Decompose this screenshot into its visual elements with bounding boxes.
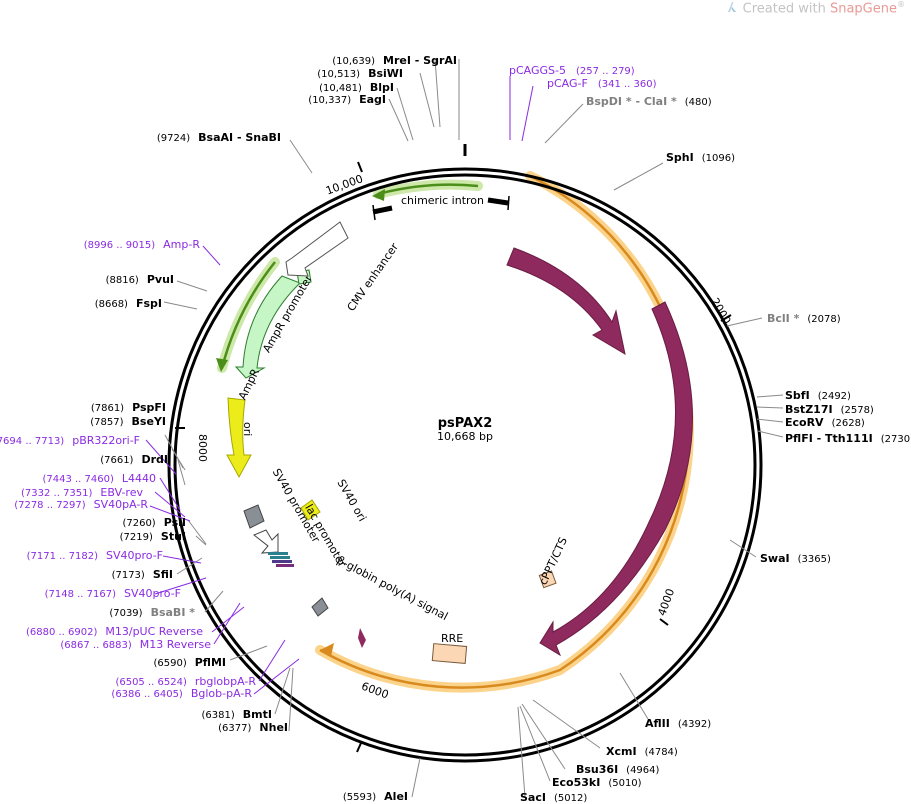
enzyme-sfii: (7173)SfiI — [112, 568, 173, 581]
primer-cluster-lac — [268, 552, 294, 567]
intron-tick-left — [372, 204, 376, 221]
feature-hiv1-gag — [506, 247, 626, 356]
watermark-prefix: Created with — [742, 1, 830, 17]
enzyme-pspfi: (7861)PspFI — [91, 401, 166, 414]
orf-ampr-arrow — [216, 358, 228, 372]
primer-m13-reverse: (6867 .. 6883)M13 Reverse — [60, 638, 211, 651]
enzyme-swai: SwaI(3365) — [760, 552, 831, 565]
enzyme-saci: SacI(5012) — [520, 791, 587, 804]
orf-gag-pol-glow — [315, 171, 694, 693]
enzyme-blpi: (10,481)BlpI — [319, 81, 394, 94]
tick-6000 — [356, 742, 362, 753]
backbone-outer — [167, 167, 763, 763]
enzyme-stui: (7219)StuI — [120, 530, 186, 543]
feature-beta-globin-polya — [311, 597, 329, 617]
tick-4000 — [659, 618, 669, 626]
enzyme-fspi: (8668)FspI — [95, 297, 162, 310]
enzyme-psii: (7260)PsiI — [122, 516, 186, 529]
primer-l4440: (7443 .. 7460)L4440 — [42, 472, 156, 485]
enzyme-pflmi: (6590)PflMI — [153, 656, 226, 669]
enzyme-aflii: AflII(4392) — [645, 717, 711, 730]
enzyme-sphi: SphI(1096) — [666, 151, 735, 164]
enzyme-sbfi: SbfI(2492) — [785, 389, 851, 402]
feature-beta-globin-polya-label: β-globin poly(A) signal — [335, 554, 450, 624]
feature-hiv1-pol — [539, 301, 693, 657]
primer-rbglobpa-r: (6505 .. 6524)rbglobpA-R — [115, 675, 256, 688]
enzyme-eco53ki: Eco53kI(5010) — [552, 776, 642, 789]
enzyme-bsaai-snabi: (9724)BsaAI - SnaBI — [157, 131, 281, 144]
enzyme-bseyi: (7857)BseYI — [90, 415, 166, 428]
plasmid-length: 10,668 bp — [437, 430, 493, 443]
enzyme-ecorv: EcoRV(2628) — [785, 416, 865, 429]
primer-sv40pro-f-2: (7148 .. 7167)SV40pro-F — [45, 587, 181, 600]
enzymes-right[interactable]: SphI(1096) BclI *(2078) SbfI(2492) BstZ1… — [520, 151, 911, 804]
enzyme-drdi: (7661)DrdI — [100, 453, 168, 466]
enzyme-bcli: BclI *(2078) — [767, 312, 841, 325]
enzymes-left[interactable]: (5593)AleI (6377)NheI (6381)BmtI (6590)P… — [90, 54, 711, 803]
orf-layer — [216, 171, 694, 693]
enzyme-xcmi: XcmI(4784) — [606, 745, 678, 758]
feature-sv40-promoter — [243, 504, 265, 529]
intron-tick-right — [507, 195, 510, 211]
snapgene-logo-icon — [727, 2, 736, 13]
tick-4000-label: 4000 — [655, 587, 677, 618]
primer-bglob-pa-r: (6386 .. 6405)Bglob-pA-R — [111, 687, 252, 700]
intron-block-right — [487, 197, 509, 206]
watermark-reg: ® — [897, 0, 905, 9]
enzyme-pflfi-tth111i: PflFI - Tth111I(2730) — [785, 432, 911, 445]
feature-lac-promoter — [253, 529, 279, 554]
primer-pcaggs-5: pCAGGS-5(257 .. 279) — [509, 64, 635, 77]
primer-pbr322ori-f: (7694 .. 7713)pBR322ori-F — [0, 434, 140, 447]
primers[interactable]: pCAGGS-5(257 .. 279) pCAG-F(341 .. 360) … — [0, 64, 657, 700]
plasmid-name: psPAX2 — [438, 416, 493, 431]
enzyme-bsabi: (7039)BsaBI * — [109, 606, 195, 619]
primer-ebv-rev: (7332 .. 7351)EBV-rev — [21, 486, 143, 499]
enzyme-mrei-sgrai: (10,639)MreI - SgrAI — [332, 54, 457, 67]
orf-gag-pol — [319, 174, 691, 689]
tick-layer: 2000 4000 6000 8000 10,000 — [175, 161, 733, 753]
primer-sv40pa-r: (7278 .. 7297)SV40pA-R — [14, 498, 148, 511]
enzyme-bspdi-clai: BspDI * - ClaI *(480) — [586, 95, 712, 108]
feature-rre-label: RRE — [441, 632, 463, 645]
feature-chimeric-intron-label: chimeric intron — [401, 194, 484, 207]
orf-intron — [377, 183, 479, 196]
feature-sv40-ori-label: SV40 ori — [334, 477, 368, 524]
enzyme-eagi: (10,337)EagI — [308, 93, 386, 106]
feature-cmv-enhancer — [285, 221, 349, 277]
enzyme-bsu36i: Bsu36I(4964) — [576, 763, 660, 776]
intron-block-left — [372, 205, 393, 215]
feature-cmv-enhancer-label: CMV enhancer — [345, 240, 402, 313]
feature-ori-label: ori — [241, 422, 254, 436]
enzyme-bsiwi: (10,513)BsiWI — [317, 67, 403, 80]
feature-hiv1-pol-label: HIV-1 pol — [707, 448, 737, 504]
tick-2000 — [720, 314, 732, 322]
feature-rre — [431, 643, 468, 664]
backbone-inner — [173, 173, 757, 757]
created-with-watermark: Created with SnapGene® — [727, 0, 905, 16]
feature-sv40-ori — [300, 499, 321, 521]
feature-ampr — [234, 275, 301, 379]
leader-lines — [163, 58, 784, 798]
enzyme-pvui: (8816)PvuI — [106, 273, 174, 286]
feature-cppt-cts — [538, 570, 557, 589]
primer-sv40pro-f-1: (7171 .. 7182)SV40pro-F — [27, 549, 163, 562]
watermark-brand: SnapGene — [829, 1, 897, 17]
enzyme-alei: (5593)AleI — [343, 790, 408, 803]
orf-ampr — [220, 261, 276, 369]
primer-m13-puc-reverse: (6880 .. 6902)M13/pUC Reverse — [26, 625, 203, 638]
feature-beta-globin-mark — [358, 628, 366, 648]
primer-lines — [145, 76, 534, 695]
feature-ori — [226, 397, 252, 479]
tick-10000 — [357, 161, 363, 173]
orf-gag-pol-arrow — [320, 643, 334, 656]
primer-amp-r: (8996 .. 9015)Amp-R — [84, 238, 201, 251]
enzyme-bstz17i: BstZ17I(2578) — [785, 403, 874, 416]
orf-intron-arrow — [372, 189, 385, 201]
tick-6000-label: 6000 — [360, 680, 391, 702]
primer-pcag-f: pCAG-F(341 .. 360) — [547, 77, 657, 90]
enzyme-bmti: (6381)BmtI — [202, 708, 272, 721]
enzyme-nhei: (6377)NheI — [218, 721, 288, 734]
tick-8000-label: 8000 — [196, 434, 209, 462]
